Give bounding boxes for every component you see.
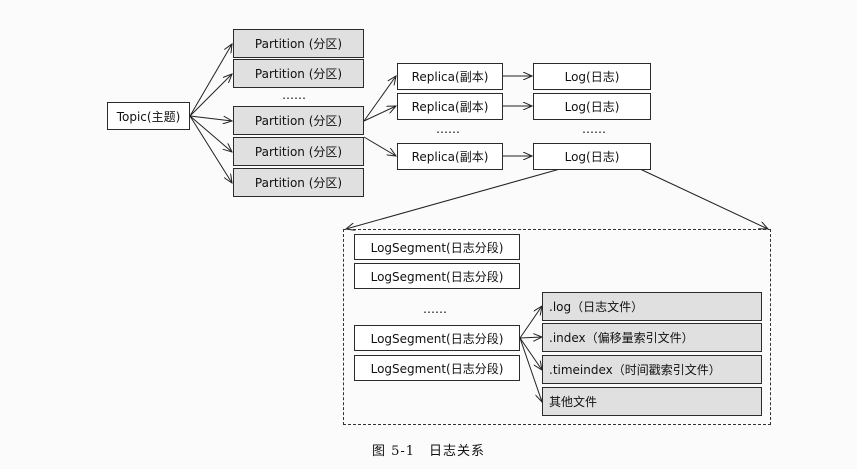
partition-node: Partition (分区) [233,168,364,197]
timeindex-file-node: .timeindex（时间戳索引文件） [542,355,762,384]
log-segment-label: LogSegment(日志分段) [370,361,504,376]
log-segment-node: LogSegment(日志分段) [354,234,520,260]
log-node: Log(日志) [533,93,651,120]
partition-node: Partition (分区) [233,137,364,166]
arrow-partition-replica-3 [363,136,396,156]
replica-label: Replica(副本) [411,150,489,164]
replica-node: Replica(副本) [397,93,503,120]
arrow-topic-partition-1 [189,44,232,117]
arrow-segment-file-1 [519,306,542,339]
log-segment-node: LogSegment(日志分段) [354,325,520,351]
arrow-segment-file-4 [519,337,542,402]
topic-node: Topic(主题) [107,102,190,130]
arrow-log-container-right [639,168,768,229]
arrow-log-container-left [346,168,561,229]
arrow-segment-file-2 [519,337,542,338]
replica-label: Replica(副本) [411,100,489,114]
log-label: Log(日志) [564,150,620,164]
arrow-partition-replica-2 [363,106,396,122]
other-files-label: 其他文件 [549,395,598,409]
partition-label: Partition (分区) [254,37,343,51]
log-segment-label: LogSegment(日志分段) [370,240,504,255]
log-node: Log(日志) [533,63,651,90]
partition-label: Partition (分区) [254,176,343,190]
partition-node: Partition (分区) [233,106,364,135]
index-file-label: .index（偏移量索引文件） [549,331,694,345]
partition-label: Partition (分区) [254,67,343,81]
arrow-segment-file-3 [519,337,542,370]
partition-label: Partition (分区) [254,114,343,128]
partition-node: Partition (分区) [233,29,364,58]
topic-label: Topic(主题) [116,109,181,124]
arrow-topic-partition-2 [189,74,232,117]
other-files-node: 其他文件 [542,387,762,416]
partition-label: Partition (分区) [254,145,343,159]
arrow-partition-replica-1 [363,76,396,122]
log-label: Log(日志) [564,100,620,114]
log-file-label: .log（日志文件） [549,300,644,314]
figure-caption: 图 5-1 日志关系 [371,444,486,459]
log-file-node: .log（日志文件） [542,292,762,321]
replica-label: Replica(副本) [411,70,489,84]
partition-node: Partition (分区) [233,59,364,88]
log-node: Log(日志) [533,143,651,170]
partition-ellipsis: …… [282,88,306,102]
arrow-topic-partition-4 [189,115,232,152]
replica-node: Replica(副本) [397,143,503,170]
log-label: Log(日志) [564,70,620,84]
log-segment-node: LogSegment(日志分段) [354,263,520,289]
log-segment-node: LogSegment(日志分段) [354,355,520,381]
log-segment-ellipsis: …… [423,302,447,316]
log-segment-label: LogSegment(日志分段) [370,331,504,346]
index-file-node: .index（偏移量索引文件） [542,323,762,352]
arrow-topic-partition-3 [189,115,232,121]
timeindex-file-label: .timeindex（时间戳索引文件） [549,363,721,377]
log-detail-container [343,229,771,425]
arrow-topic-partition-5 [189,115,232,183]
log-segment-label: LogSegment(日志分段) [370,269,504,284]
replica-node: Replica(副本) [397,63,503,90]
log-ellipsis: …… [582,122,606,136]
replica-ellipsis: …… [436,122,460,136]
